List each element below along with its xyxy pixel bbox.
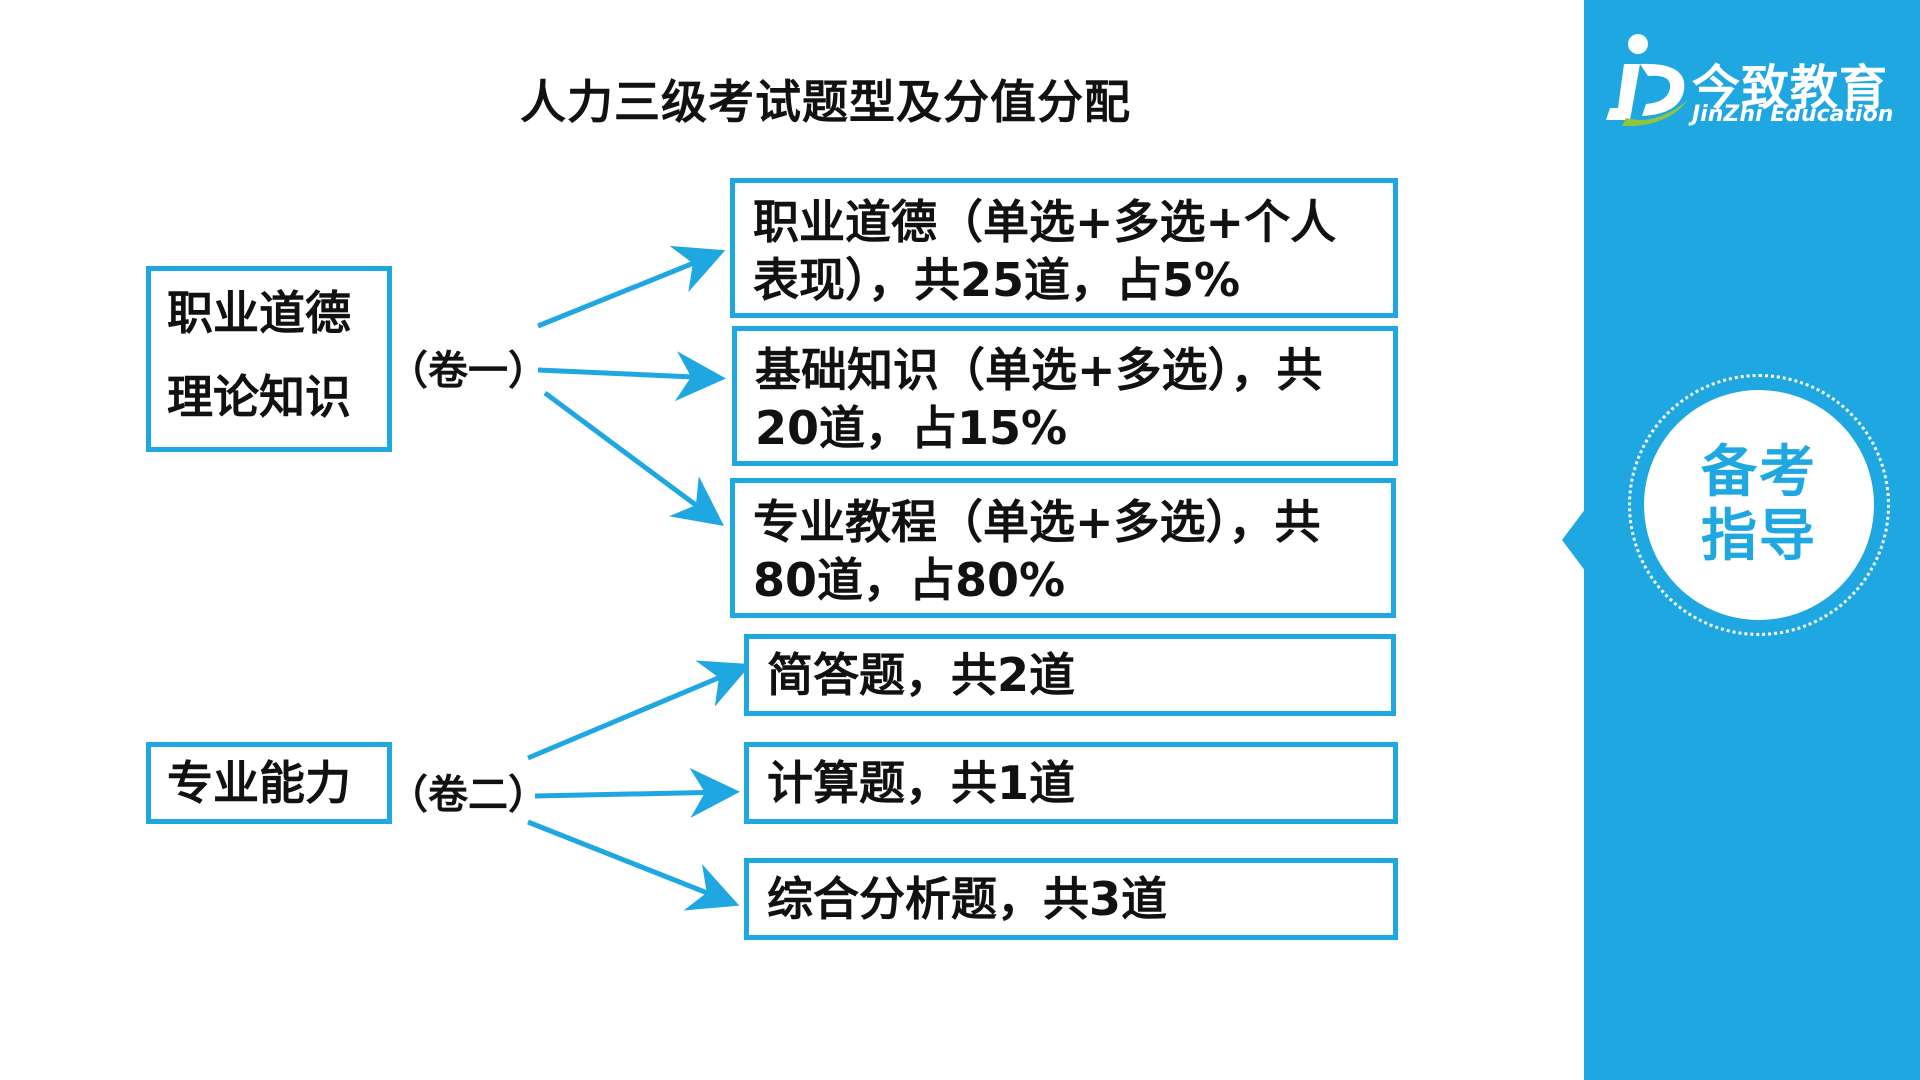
arrow-to-calculation: [534, 767, 740, 818]
short-answer-item-box: 简答题，共2道: [744, 634, 1396, 716]
guide-line-1: 备考: [1701, 440, 1817, 505]
guide-line-2: 指导: [1701, 504, 1817, 569]
theory-label-line-2: 理论知识: [167, 370, 351, 424]
arrow-to-basics: [537, 351, 726, 402]
arrow-to-short-answer: [527, 660, 752, 761]
ethics-item-box: 职业道德（单选+多选+个人表现），共25道，占5%: [730, 178, 1398, 318]
theory-knowledge-box: 职业道德 理论知识: [146, 266, 392, 452]
basics-item-box: 基础知识（单选+多选），共20道，占15%: [732, 326, 1398, 466]
paper-two-label: （卷二）: [388, 772, 548, 818]
calculation-item-box: 计算题，共1道: [744, 742, 1398, 824]
page-title: 人力三级考试题型及分值分配: [520, 75, 1131, 129]
skills-label: 专业能力: [167, 756, 351, 810]
guide-dotted-ring: [1628, 374, 1890, 636]
arrow-to-course: [543, 390, 725, 526]
professional-skills-box: 专业能力: [146, 742, 392, 824]
theory-label-line-1: 职业道德: [167, 286, 351, 340]
arrow-to-analysis: [527, 819, 740, 911]
paper-one-label: （卷一）: [388, 348, 548, 394]
arrow-to-ethics: [537, 245, 726, 329]
analysis-item-box: 综合分析题，共3道: [744, 858, 1398, 940]
sidebar-notch: [1562, 508, 1586, 572]
logo-chinese-name: 今致教育: [1692, 60, 1889, 116]
jinzhi-logo-icon: [1606, 34, 1688, 127]
exam-guide-badge: 备考 指导: [1644, 390, 1874, 620]
logo-english-name: JinZhi Education: [1692, 102, 1894, 127]
course-item-box: 专业教程（单选+多选），共80道，占80%: [730, 478, 1396, 618]
brand-logo: 今致教育 JinZhi Education: [1596, 30, 1896, 130]
